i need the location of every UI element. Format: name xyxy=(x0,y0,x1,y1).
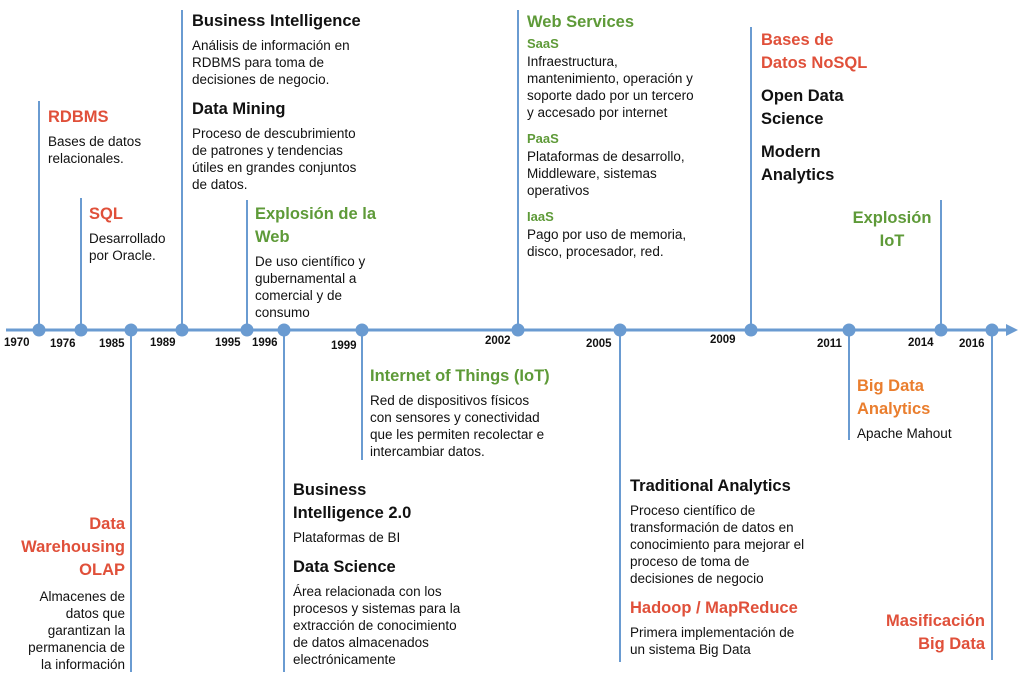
event-traditional-analytics: Traditional Analytics Proceso científico… xyxy=(630,475,850,658)
event-title: Internet of Things (IoT) xyxy=(370,367,550,385)
timeline-dot-y1985 xyxy=(124,323,138,337)
timeline-dot-y2009 xyxy=(744,323,758,337)
event-title-data-mining: Data Mining xyxy=(192,100,286,118)
year-label-1985: 1985 xyxy=(99,338,125,350)
year-label-1999: 1999 xyxy=(331,340,357,352)
year-label-1976: 1976 xyxy=(50,338,76,350)
paas-title: PaaS xyxy=(527,131,559,146)
timeline-dot-y2014 xyxy=(934,323,948,337)
timeline-dot-y1999 xyxy=(355,323,369,337)
event-title-data-science: Data Science xyxy=(293,558,396,576)
timeline-dot-y2002 xyxy=(511,323,525,337)
iaas-description: Pago por uso de memoria,disco, procesado… xyxy=(527,227,687,259)
saas-title: SaaS xyxy=(527,36,559,51)
year-label-1995: 1995 xyxy=(215,337,241,349)
event-iot: Internet of Things (IoT) Red de disposit… xyxy=(370,365,600,460)
event-web-services: Web Services SaaS Infraestructura,manten… xyxy=(527,11,757,260)
saas-description: Infraestructura,mantenimiento, operación… xyxy=(527,54,694,120)
event-title: Business Intelligence xyxy=(192,12,361,30)
event-title: RDBMS xyxy=(48,108,109,126)
year-label-2014: 2014 xyxy=(908,337,934,349)
timeline-dot-y1995 xyxy=(240,323,254,337)
iaas-title: IaaS xyxy=(527,209,554,224)
year-label-1989: 1989 xyxy=(150,337,176,349)
year-label-1996: 1996 xyxy=(252,337,278,349)
timeline-dot-y1970 xyxy=(32,323,46,337)
year-label-2016: 2016 xyxy=(959,338,985,350)
timeline-dot-y1989 xyxy=(175,323,189,337)
year-label-2005: 2005 xyxy=(586,338,612,350)
event-description: Plataformas de BI xyxy=(293,530,401,545)
event-title: SQL xyxy=(89,205,123,223)
year-label-2011: 2011 xyxy=(817,338,842,350)
event-business-intelligence: Business Intelligence Análisis de inform… xyxy=(192,10,432,193)
event-title-hadoop: Hadoop / MapReduce xyxy=(630,599,798,617)
timeline-dot-y2011 xyxy=(842,323,856,337)
event-description: Apache Mahout xyxy=(857,426,952,441)
timeline-dot-y1996 xyxy=(277,323,291,337)
paas-description: Plataformas de desarrollo,Middleware, si… xyxy=(527,149,685,198)
year-label-1970: 1970 xyxy=(4,337,30,349)
event-title: Web Services xyxy=(527,13,635,31)
timeline-arrow-icon xyxy=(1006,324,1018,336)
timeline-dot-y2016 xyxy=(985,323,999,337)
timeline-dot-y2005 xyxy=(613,323,627,337)
event-title: Traditional Analytics xyxy=(630,477,791,495)
timeline-dot-y1976 xyxy=(74,323,88,337)
year-label-2009: 2009 xyxy=(710,334,736,346)
year-label-2002: 2002 xyxy=(485,335,511,347)
